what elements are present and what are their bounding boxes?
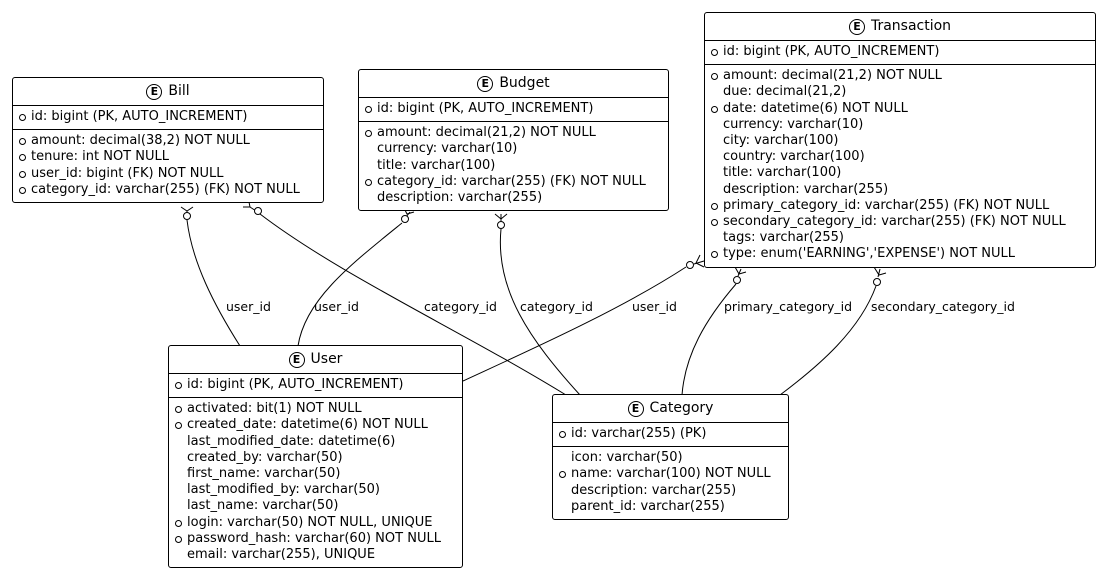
rel-label-transaction-primary-category: primary_category_id [724,299,852,314]
entity-header: E Bill [13,78,323,106]
entity-field: amount: decimal(38,2) NOT NULL [13,133,323,149]
entity-header: E User [169,346,462,374]
primary-key-section: id: bigint (PK, AUTO_INCREMENT) [13,106,323,131]
rel-bill-user [180,206,241,347]
primary-key-field: id: varchar(255) (PK) [553,426,788,442]
entity-field: email: varchar(255), UNIQUE [187,547,376,563]
entity-header: E Transaction [705,13,1095,41]
primary-key-field: id: bigint (PK, AUTO_INCREMENT) [359,101,668,117]
rel-transaction-secondary-category [779,266,887,396]
primary-key-section: id: bigint (PK, AUTO_INCREMENT) [169,374,462,399]
primary-key-field: id: bigint (PK, AUTO_INCREMENT) [169,377,462,393]
entity-field: country: varchar(100) [723,149,865,165]
entity-field: name: varchar(100) NOT NULL [553,466,788,482]
entity-field: description: varchar(255) [571,482,737,498]
rel-label-transaction-secondary-category: secondary_category_id [871,299,1015,314]
entity-budget: E Budget id: bigint (PK, AUTO_INCREMENT)… [358,69,669,211]
rel-label-budget-user: user_id [314,299,359,314]
entity-field: due: decimal(21,2) [723,84,847,100]
entity-field: login: varchar(50) NOT NULL, UNIQUE [169,515,462,531]
entity-field: title: varchar(100) [723,165,842,181]
rel-label-budget-category: category_id [520,299,593,314]
entity-field: tags: varchar(255) [723,230,844,246]
entity-badge-icon: E [477,75,494,92]
entity-field: category_id: varchar(255) (FK) NOT NULL [13,182,323,198]
entity-field: title: varchar(100) [377,157,496,173]
entity-field: date: datetime(6) NOT NULL [705,101,1095,117]
entity-field: user_id: bigint (FK) NOT NULL [13,166,323,182]
field-list: icon: varchar(50)name: varchar(100) NOT … [553,447,788,515]
rel-label-transaction-user: user_id [632,299,677,314]
entity-field: secondary_category_id: varchar(255) (FK)… [705,214,1095,230]
rel-label-bill-user: user_id [226,299,271,314]
entity-bill: E Bill id: bigint (PK, AUTO_INCREMENT) a… [12,77,324,203]
rel-transaction-primary-category [681,266,747,396]
entity-category: E Category id: varchar(255) (PK) icon: v… [552,394,789,520]
entity-field: description: varchar(255) [723,181,889,197]
primary-key-section: id: varchar(255) (PK) [553,423,788,448]
entity-field: currency: varchar(10) [377,141,518,157]
entity-field: created_by: varchar(50) [187,449,343,465]
entity-field: last_modified_by: varchar(50) [187,482,380,498]
primary-key-section: id: bigint (PK, AUTO_INCREMENT) [705,41,1095,66]
entity-field: icon: varchar(50) [571,450,683,466]
entity-field: tenure: int NOT NULL [13,149,323,165]
entity-field: description: varchar(255) [377,190,543,206]
entity-field: last_name: varchar(50) [187,498,339,514]
entity-field: first_name: varchar(50) [187,466,341,482]
rel-label-bill-category: category_id [424,299,497,314]
entity-title: Budget [499,75,550,92]
entity-field: password_hash: varchar(60) NOT NULL [169,531,462,547]
entity-header: E Budget [359,70,668,98]
entity-title: Bill [168,83,190,100]
entity-field: created_date: datetime(6) NOT NULL [169,417,462,433]
entity-field: type: enum('EARNING','EXPENSE') NOT NULL [705,246,1095,262]
primary-key-field: id: bigint (PK, AUTO_INCREMENT) [705,44,1095,60]
entity-header: E Category [553,395,788,423]
entity-badge-icon: E [848,18,865,35]
primary-key-section: id: bigint (PK, AUTO_INCREMENT) [359,98,668,123]
entity-field: primary_category_id: varchar(255) (FK) N… [705,198,1095,214]
primary-key-field: id: bigint (PK, AUTO_INCREMENT) [13,109,323,125]
entity-field: parent_id: varchar(255) [571,498,725,514]
rel-bill-category [243,201,567,396]
rel-budget-category [494,213,581,396]
entity-transaction: E Transaction id: bigint (PK, AUTO_INCRE… [704,12,1096,268]
rel-budget-user [297,207,415,347]
entity-field: amount: decimal(21,2) NOT NULL [705,68,1095,84]
entity-field: last_modified_date: datetime(6) [187,433,396,449]
entity-field: amount: decimal(21,2) NOT NULL [359,125,668,141]
rel-transaction-user [462,254,705,382]
entity-field: currency: varchar(10) [723,116,864,132]
entity-field: category_id: varchar(255) (FK) NOT NULL [359,174,668,190]
entity-title: Transaction [870,18,952,35]
entity-badge-icon: E [627,400,644,417]
entity-badge-icon: E [146,83,163,100]
entity-user: E User id: bigint (PK, AUTO_INCREMENT) a… [168,345,463,568]
entity-field: activated: bit(1) NOT NULL [169,401,462,417]
entity-badge-icon: E [288,351,305,368]
entity-field: city: varchar(100) [723,133,839,149]
entity-title: Category [649,400,714,417]
entity-title: User [310,351,343,368]
